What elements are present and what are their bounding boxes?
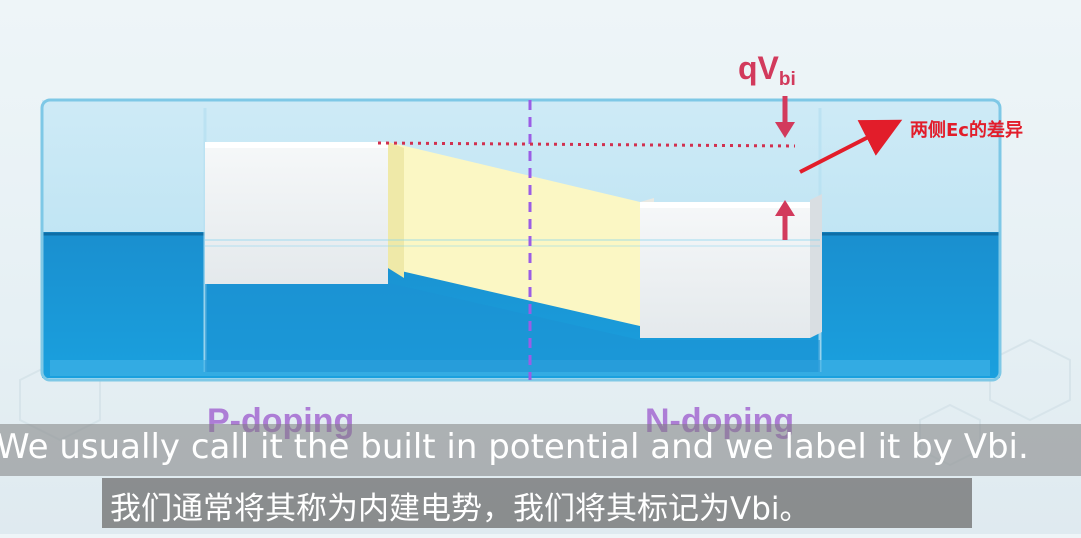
subtitle-chinese: 我们通常将其称为内建电势，我们将其标记为Vbi。 <box>102 478 972 528</box>
annotation-arrow <box>799 119 903 174</box>
qvbi-label: qVbi <box>738 50 796 90</box>
ec-difference-annotation: 两侧Ec的差异 <box>910 120 1023 141</box>
n-side-block <box>640 194 822 338</box>
qvbi-down-arrow <box>775 96 795 138</box>
qvbi-up-arrow <box>775 200 795 240</box>
subtitle-english-text: We usually call it the built in potentia… <box>0 427 1029 467</box>
valence-band-slope <box>205 283 820 372</box>
p-side-block <box>205 142 388 284</box>
subtitle-english: We usually call it the built in potentia… <box>0 424 1081 476</box>
ec-reference-line <box>377 141 796 148</box>
subtitle-chinese-text: 我们通常将其称为内建电势，我们将其标记为Vbi。 <box>110 491 811 527</box>
